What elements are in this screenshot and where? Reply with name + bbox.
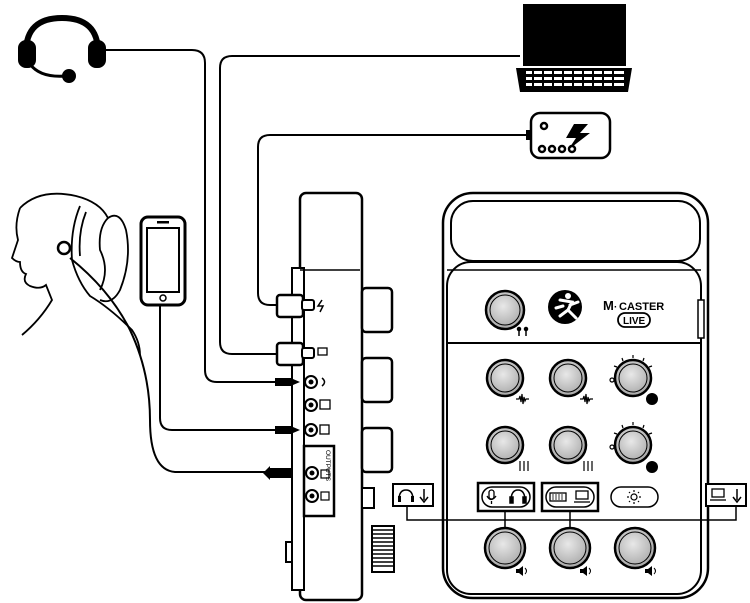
voice-badge-icon bbox=[646, 461, 658, 473]
brand-badge: LIVE bbox=[623, 316, 646, 327]
effects-knob[interactable] bbox=[613, 358, 653, 398]
channel-2-gain-knob[interactable] bbox=[548, 358, 588, 398]
brightness-icon bbox=[627, 490, 641, 504]
device-top-view: M · CASTER LIVE bbox=[441, 191, 710, 600]
voice-effects-knob[interactable] bbox=[613, 425, 653, 465]
speaker-icon bbox=[645, 566, 656, 576]
brightness-button[interactable] bbox=[610, 486, 659, 508]
keyboard-icon bbox=[549, 492, 567, 502]
monitor-icon bbox=[575, 490, 589, 500]
computer-output-icon bbox=[705, 483, 747, 507]
phone-cable bbox=[159, 305, 275, 431]
fx-badge-icon bbox=[646, 393, 658, 405]
brand-prefix: M bbox=[603, 298, 614, 313]
headphones-icon bbox=[509, 489, 527, 504]
headphones-output-icon bbox=[392, 483, 434, 507]
brand-wordmark: M · CASTER LIVE bbox=[603, 298, 664, 328]
earbuds-icon bbox=[516, 326, 529, 336]
volume-knob-3[interactable] bbox=[613, 526, 657, 570]
speaker-icon bbox=[580, 566, 591, 576]
headset-cable bbox=[90, 49, 275, 383]
earbud-cable bbox=[69, 257, 270, 473]
cables bbox=[69, 49, 528, 473]
speaker-icon bbox=[516, 566, 527, 576]
routing-lines bbox=[406, 505, 737, 528]
power-bank-icon bbox=[526, 111, 612, 160]
eq-sliders-icon bbox=[519, 461, 529, 471]
outputs-label: OUTPUTS bbox=[324, 450, 331, 482]
volume-knob-2[interactable] bbox=[548, 526, 592, 570]
device-side-view: OUTPUTS bbox=[263, 191, 395, 602]
headset-level-knob[interactable] bbox=[484, 289, 526, 331]
channel-2-eq-knob[interactable] bbox=[548, 425, 588, 465]
smartphone-icon bbox=[139, 215, 187, 307]
person-with-earbuds-icon bbox=[10, 192, 141, 356]
earbud-icon bbox=[56, 240, 72, 256]
channel-1-gain-knob[interactable] bbox=[485, 358, 525, 398]
volume-knob-1[interactable] bbox=[483, 526, 527, 570]
brand-name: CASTER bbox=[619, 301, 664, 313]
headset-icon bbox=[18, 14, 106, 83]
power-cable bbox=[257, 134, 528, 306]
waveform-icon bbox=[580, 393, 593, 405]
laptop-cable bbox=[219, 55, 520, 355]
microphone-icon bbox=[486, 489, 497, 504]
laptop-icon bbox=[516, 4, 632, 92]
waveform-icon bbox=[516, 393, 529, 405]
svg-text:·: · bbox=[614, 302, 617, 313]
mackie-running-man-logo bbox=[548, 290, 582, 324]
channel-1-eq-knob[interactable] bbox=[485, 425, 525, 465]
eq-sliders-icon bbox=[583, 461, 593, 471]
